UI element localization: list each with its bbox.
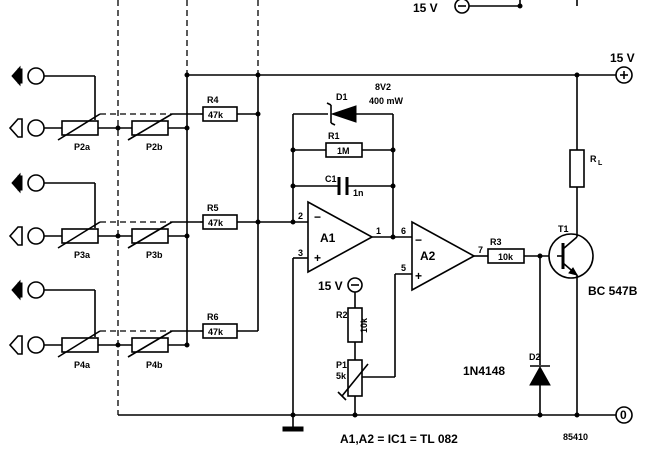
svg-text:1n: 1n xyxy=(353,188,364,198)
svg-text:D1: D1 xyxy=(336,92,348,102)
svg-text:47k: 47k xyxy=(208,327,224,337)
pot-p4a xyxy=(61,337,99,353)
svg-text:R2: R2 xyxy=(336,310,348,320)
svg-text:D2: D2 xyxy=(529,352,541,362)
svg-text:P3b: P3b xyxy=(146,250,163,260)
svg-text:P2a: P2a xyxy=(74,142,91,152)
drawing-code: 85410 xyxy=(563,432,588,442)
pot-p2b xyxy=(131,120,169,136)
transistor-t1 xyxy=(548,233,594,279)
svg-text:8V2: 8V2 xyxy=(375,82,391,92)
opamp-a2: A2 − + 6 5 7 xyxy=(394,220,488,377)
svg-text:7: 7 xyxy=(478,245,483,255)
svg-text:10k: 10k xyxy=(498,252,514,262)
svg-text:T1: T1 xyxy=(558,224,569,234)
summing-resistors: R4 47k R5 47k R6 47k xyxy=(200,75,308,339)
svg-text:400 mW: 400 mW xyxy=(369,96,404,106)
svg-text:R1: R1 xyxy=(328,131,340,141)
pot-row-p4: P4a P4b xyxy=(44,289,200,370)
svg-text:P2b: P2b xyxy=(146,142,163,152)
svg-text:5: 5 xyxy=(401,263,406,273)
svg-text:0: 0 xyxy=(620,408,627,422)
feedback-network: D1 8V2 400 mW R1 1M C1 1n xyxy=(290,82,404,240)
svg-text:A2: A2 xyxy=(420,249,436,263)
svg-text:R5: R5 xyxy=(207,203,219,213)
svg-text:47k: 47k xyxy=(208,110,224,120)
svg-text:P1: P1 xyxy=(336,360,347,370)
positive-rail: 15 V xyxy=(184,51,635,84)
svg-text:R: R xyxy=(590,154,597,164)
svg-text:P3a: P3a xyxy=(74,250,91,260)
svg-text:C1: C1 xyxy=(325,174,337,184)
svg-text:6: 6 xyxy=(401,226,406,236)
svg-text:47k: 47k xyxy=(208,218,224,228)
svg-text:−: − xyxy=(314,210,321,224)
output-stage: R3 10k T1 BC 547B R L D2 1N4148 xyxy=(463,75,638,415)
svg-text:10k: 10k xyxy=(359,317,369,333)
svg-text:5k: 5k xyxy=(336,371,347,381)
trimmer-p1 xyxy=(347,359,363,397)
svg-text:R3: R3 xyxy=(490,237,502,247)
svg-text:A1: A1 xyxy=(320,231,336,245)
svg-text:1: 1 xyxy=(376,226,381,236)
svg-text:1M: 1M xyxy=(337,146,350,156)
jack-sockets xyxy=(8,65,45,355)
ground-terminal xyxy=(615,406,633,424)
ground-symbol xyxy=(282,426,304,432)
svg-text:BC 547B: BC 547B xyxy=(588,284,638,298)
svg-text:+: + xyxy=(415,269,422,283)
diode-d2 xyxy=(529,365,551,386)
svg-text:3: 3 xyxy=(298,248,303,258)
resistor-rl xyxy=(569,149,585,188)
negative-supply-branch: 15 V R2 10k P1 5k xyxy=(318,277,395,415)
svg-text:1N4148: 1N4148 xyxy=(463,364,505,378)
svg-text:R4: R4 xyxy=(207,95,219,105)
ic-note: A1,A2 = IC1 = TL 082 xyxy=(340,432,458,446)
pot-p4b xyxy=(131,337,169,353)
svg-text:−: − xyxy=(415,233,422,247)
svg-text:15 V: 15 V xyxy=(610,51,635,65)
zener-d1 xyxy=(330,105,357,123)
pot-p3a xyxy=(61,228,99,244)
svg-text:L: L xyxy=(598,160,603,167)
pot-p2a xyxy=(61,120,99,136)
top-supply: 15 V xyxy=(413,0,578,15)
svg-text:R6: R6 xyxy=(207,312,219,322)
svg-text:15 V: 15 V xyxy=(413,1,438,15)
svg-text:P4b: P4b xyxy=(146,360,163,370)
svg-text:P4a: P4a xyxy=(74,360,91,370)
svg-text:+: + xyxy=(314,251,321,265)
opamp-a1: A1 − + 2 3 1 xyxy=(292,200,412,415)
pot-p3b xyxy=(131,228,169,244)
pot-row-p3: P3a P3b xyxy=(44,128,200,345)
svg-text:15 V: 15 V xyxy=(318,279,343,293)
pot-row-p2: P2a P2b xyxy=(44,75,200,152)
svg-text:2: 2 xyxy=(298,211,303,221)
ground-rail: 0 xyxy=(118,406,633,432)
